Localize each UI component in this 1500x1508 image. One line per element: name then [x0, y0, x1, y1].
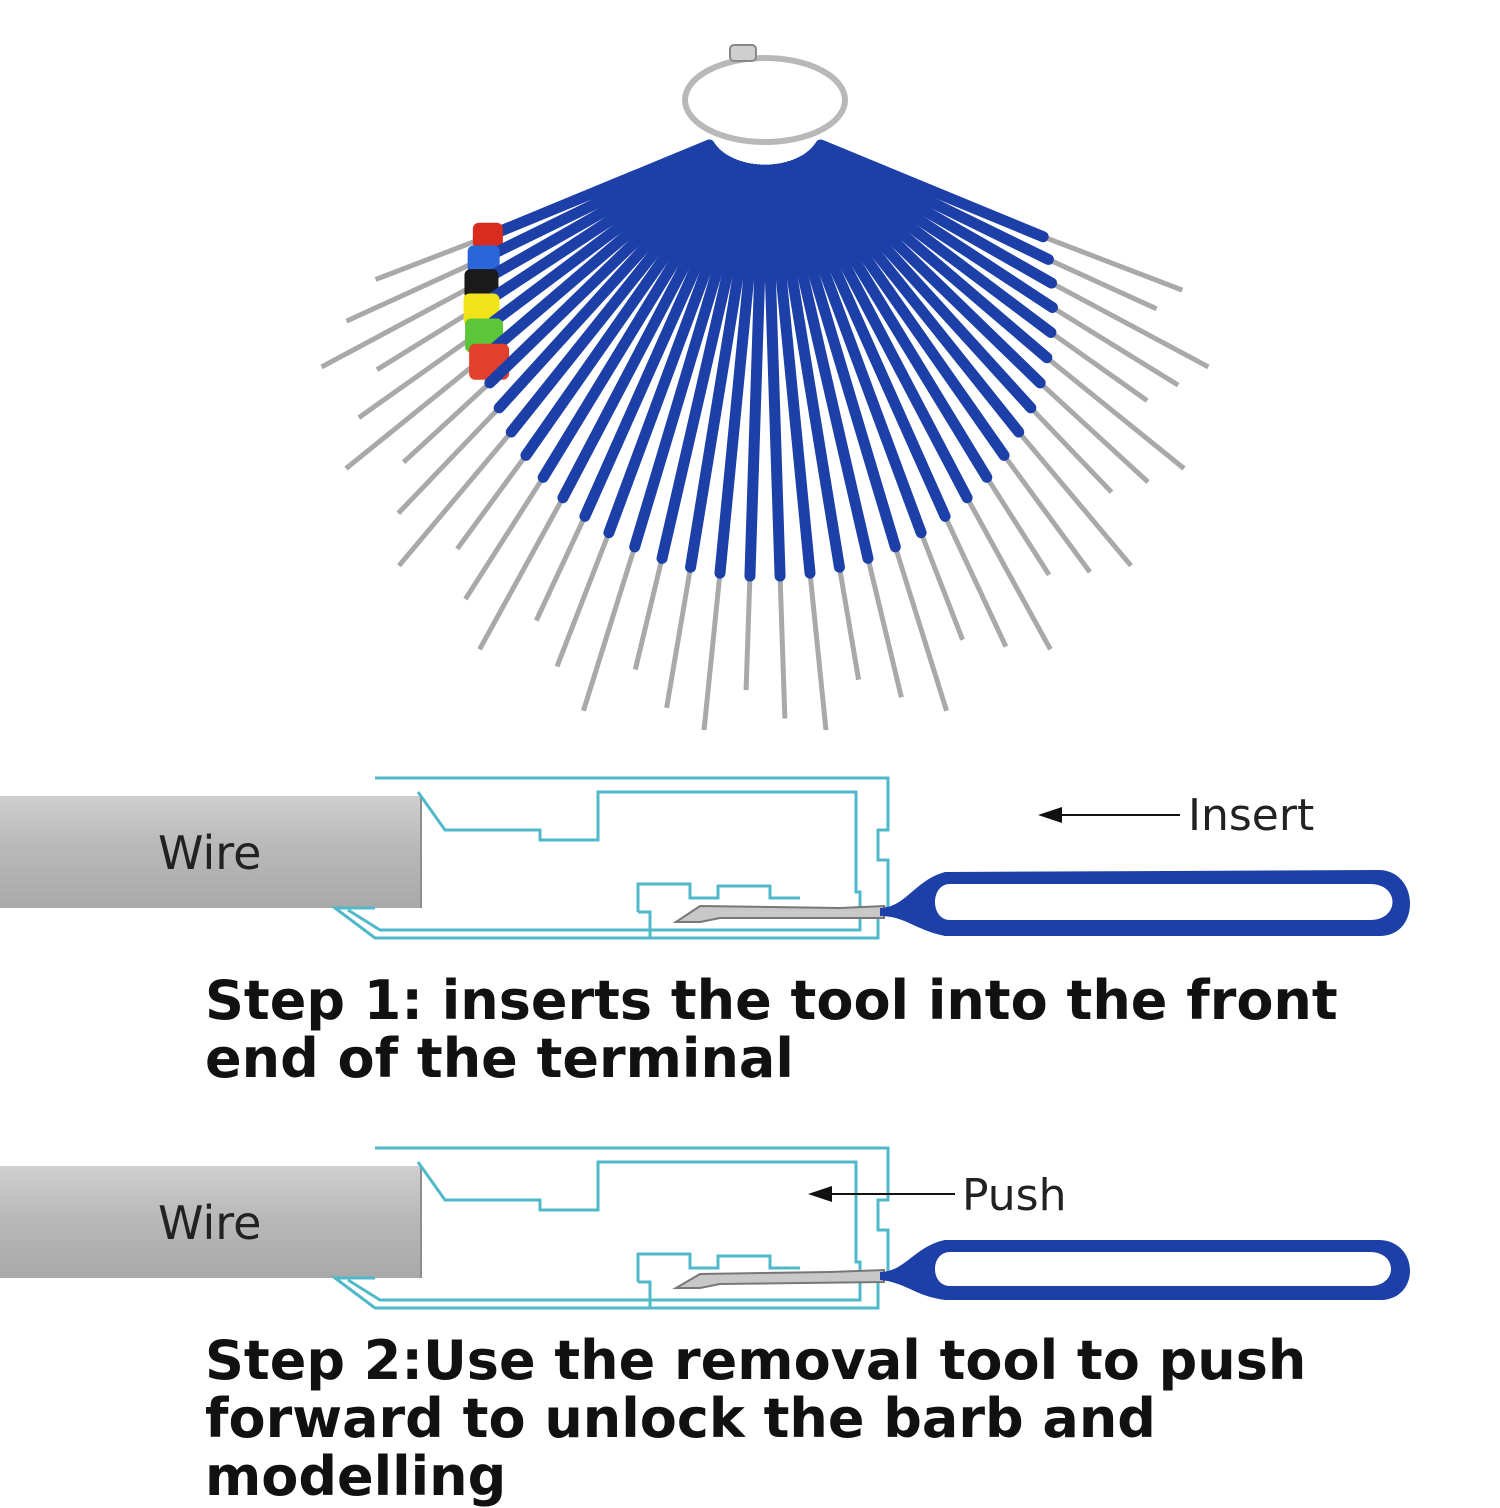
push-label: Push — [962, 1170, 1067, 1221]
tool-pin — [664, 566, 694, 709]
tool-pin — [581, 546, 638, 712]
tool-handle — [629, 162, 754, 553]
tool-pin — [892, 546, 949, 712]
tool-pin — [1002, 453, 1092, 574]
tool-handle — [799, 154, 1037, 414]
push-arrow-icon — [808, 1186, 955, 1202]
tool-handle — [776, 162, 901, 553]
tool-pin — [320, 280, 480, 370]
insert-label: Insert — [1188, 790, 1315, 841]
tool-pin — [345, 257, 483, 324]
removal-tool — [672, 870, 1410, 936]
tool-handle — [685, 163, 761, 573]
tool-pin — [865, 557, 904, 698]
tool-pin — [918, 531, 965, 641]
tool-handle — [761, 164, 786, 582]
tool-handle — [476, 141, 717, 265]
tool-handle — [765, 164, 816, 579]
tool-pin — [1049, 330, 1149, 403]
wire-bar — [0, 796, 422, 908]
tool-handle — [772, 163, 874, 564]
tool-pin — [1050, 280, 1210, 370]
tool-pin — [701, 572, 723, 730]
tool-handle — [787, 159, 973, 504]
tool-pin — [984, 475, 1052, 577]
tool-handle — [790, 158, 993, 483]
tool-pin — [374, 234, 488, 282]
removal-tools-fan — [320, 139, 1210, 730]
tool-handle — [809, 146, 1058, 314]
tool-handle — [802, 152, 1046, 389]
wire-bar — [0, 1166, 422, 1278]
key-ring-icon — [682, 44, 848, 145]
tool-pin — [1038, 381, 1150, 484]
tool-pin — [836, 566, 862, 681]
tool-pin — [357, 330, 481, 420]
tool-handle — [780, 162, 927, 539]
tool-handle — [815, 139, 1049, 243]
tool-pin — [964, 496, 1053, 651]
tool-handle — [472, 144, 719, 289]
tool-pin — [401, 381, 492, 465]
tool-handle — [473, 148, 723, 338]
tool-handle — [805, 150, 1053, 364]
wire-label: Wire — [158, 826, 262, 880]
tool-pin — [777, 576, 788, 719]
tool-pin — [455, 453, 528, 551]
tool-handle — [505, 155, 734, 438]
tool-pin — [397, 430, 514, 568]
tool-pin — [396, 406, 501, 515]
tool-pin — [1016, 430, 1133, 568]
tool-handle — [537, 158, 740, 483]
tool-handle — [769, 163, 845, 573]
tool-handle — [557, 159, 743, 504]
tool-pin — [463, 475, 546, 601]
tool-handle — [656, 163, 758, 564]
tool-pin — [344, 355, 485, 471]
tool-pin — [375, 305, 479, 372]
tool-tip-cap — [464, 269, 499, 300]
terminal-diagram — [330, 776, 1410, 940]
tool-handle — [520, 157, 737, 461]
tool-handle — [477, 150, 725, 364]
tool-handle — [472, 146, 721, 314]
tool-handle — [807, 148, 1057, 338]
terminal-diagram — [330, 1146, 1410, 1310]
tool-pin — [533, 515, 588, 622]
insert-arrow-icon — [1038, 807, 1180, 823]
wire-label: Wire — [158, 1196, 262, 1250]
tool-pin — [1045, 355, 1186, 471]
step-2-instruction: Step 2:Use the removal tool to push forw… — [205, 1329, 1307, 1508]
tool-handle — [793, 157, 1010, 461]
tool-pin — [942, 515, 1009, 648]
tool-handle — [796, 155, 1025, 438]
step-1-diagram: Wire Insert — [0, 760, 1500, 960]
tool-set-photo — [320, 44, 1210, 730]
tool-pin — [554, 531, 612, 668]
tool-handle — [811, 144, 1058, 289]
tool-tip-cap — [472, 222, 503, 249]
removal-tool — [672, 1240, 1410, 1300]
step-1-instruction: Step 1: inserts the tool into the front … — [205, 969, 1338, 1090]
tool-pin — [477, 496, 566, 651]
tool-pin — [1029, 406, 1114, 494]
tool-handle — [603, 162, 750, 539]
step-2-diagram: Wire Push — [0, 1130, 1500, 1330]
tool-pin — [632, 557, 665, 671]
tool-pin — [743, 576, 753, 691]
tool-handle — [744, 164, 769, 582]
tool-handle — [484, 152, 728, 389]
tool-handle — [783, 161, 951, 522]
tool-pin — [1051, 305, 1180, 388]
tool-pin — [1047, 257, 1158, 312]
tool-handle — [714, 164, 765, 579]
tool-tip-cap — [467, 245, 500, 274]
tool-handle — [493, 154, 731, 414]
tool-pin — [807, 572, 829, 730]
tool-pin — [1042, 234, 1184, 293]
tool-handle — [579, 161, 747, 522]
